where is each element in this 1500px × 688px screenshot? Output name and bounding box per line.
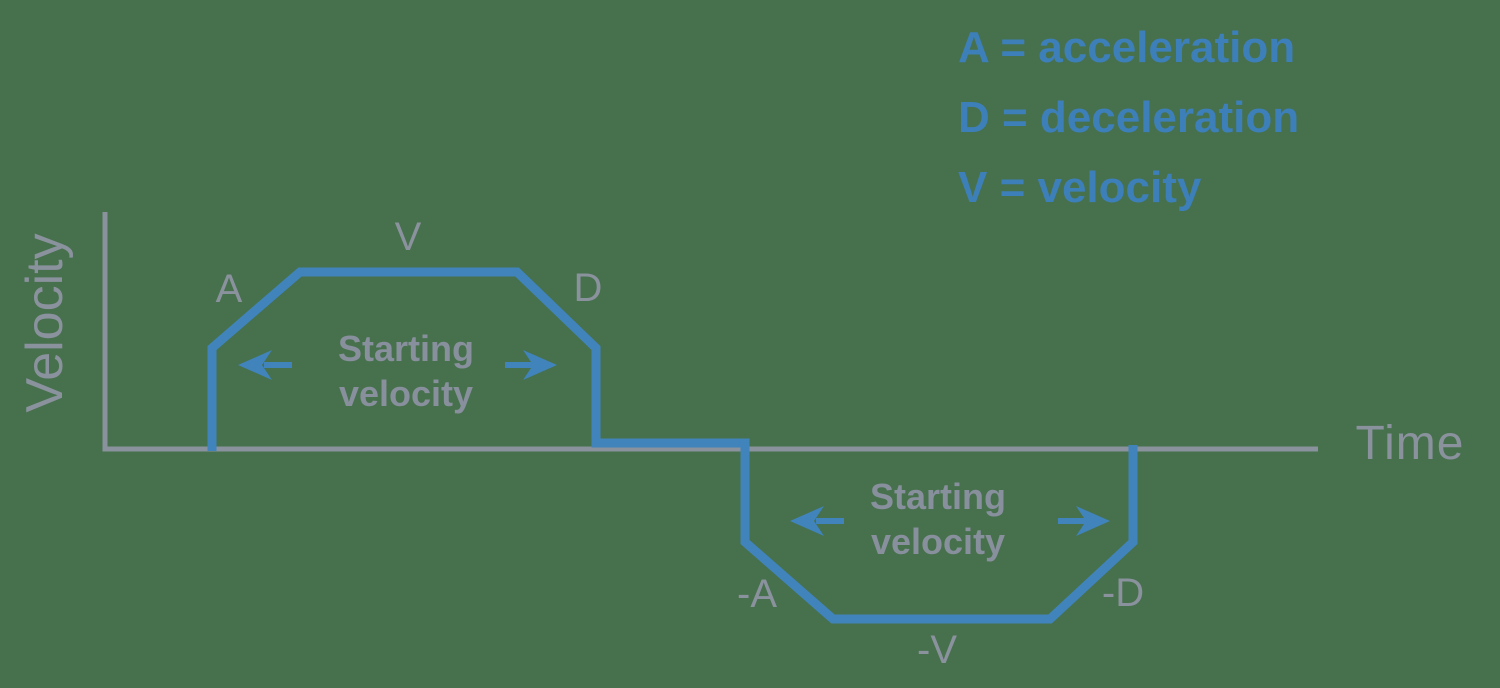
label-velocity: V — [394, 215, 422, 259]
note-line: velocity — [338, 373, 474, 414]
label-neg-deceleration: -D — [1101, 571, 1145, 615]
arrow-left-icon — [238, 350, 292, 380]
label-deceleration: D — [573, 266, 603, 310]
legend-item-acceleration: A = acceleration — [958, 23, 1296, 72]
legend-item-deceleration: D = deceleration — [958, 93, 1300, 142]
label-acceleration: A — [215, 267, 243, 311]
x-axis-label: Time — [1355, 417, 1465, 470]
axes-lines — [102, 212, 1318, 452]
arrow-left-icon — [790, 506, 844, 536]
velocity-profile-line — [207, 267, 1138, 624]
note-line: Starting — [337, 328, 475, 369]
note-line: Starting — [869, 476, 1007, 517]
label-neg-acceleration: -A — [737, 572, 777, 616]
starting-velocity-note-lower: Starting velocity — [870, 474, 1006, 564]
legend: A = acceleration D = deceleration V = ve… — [958, 13, 1299, 223]
note-line: velocity — [870, 521, 1006, 562]
starting-velocity-note-upper: Starting velocity — [338, 326, 474, 416]
arrow-right-icon — [1058, 506, 1110, 536]
label-neg-velocity: -V — [917, 628, 957, 672]
y-axis-label: Velocity — [16, 233, 74, 413]
legend-item-velocity: V = velocity — [958, 163, 1202, 212]
arrow-right-icon — [505, 350, 557, 380]
